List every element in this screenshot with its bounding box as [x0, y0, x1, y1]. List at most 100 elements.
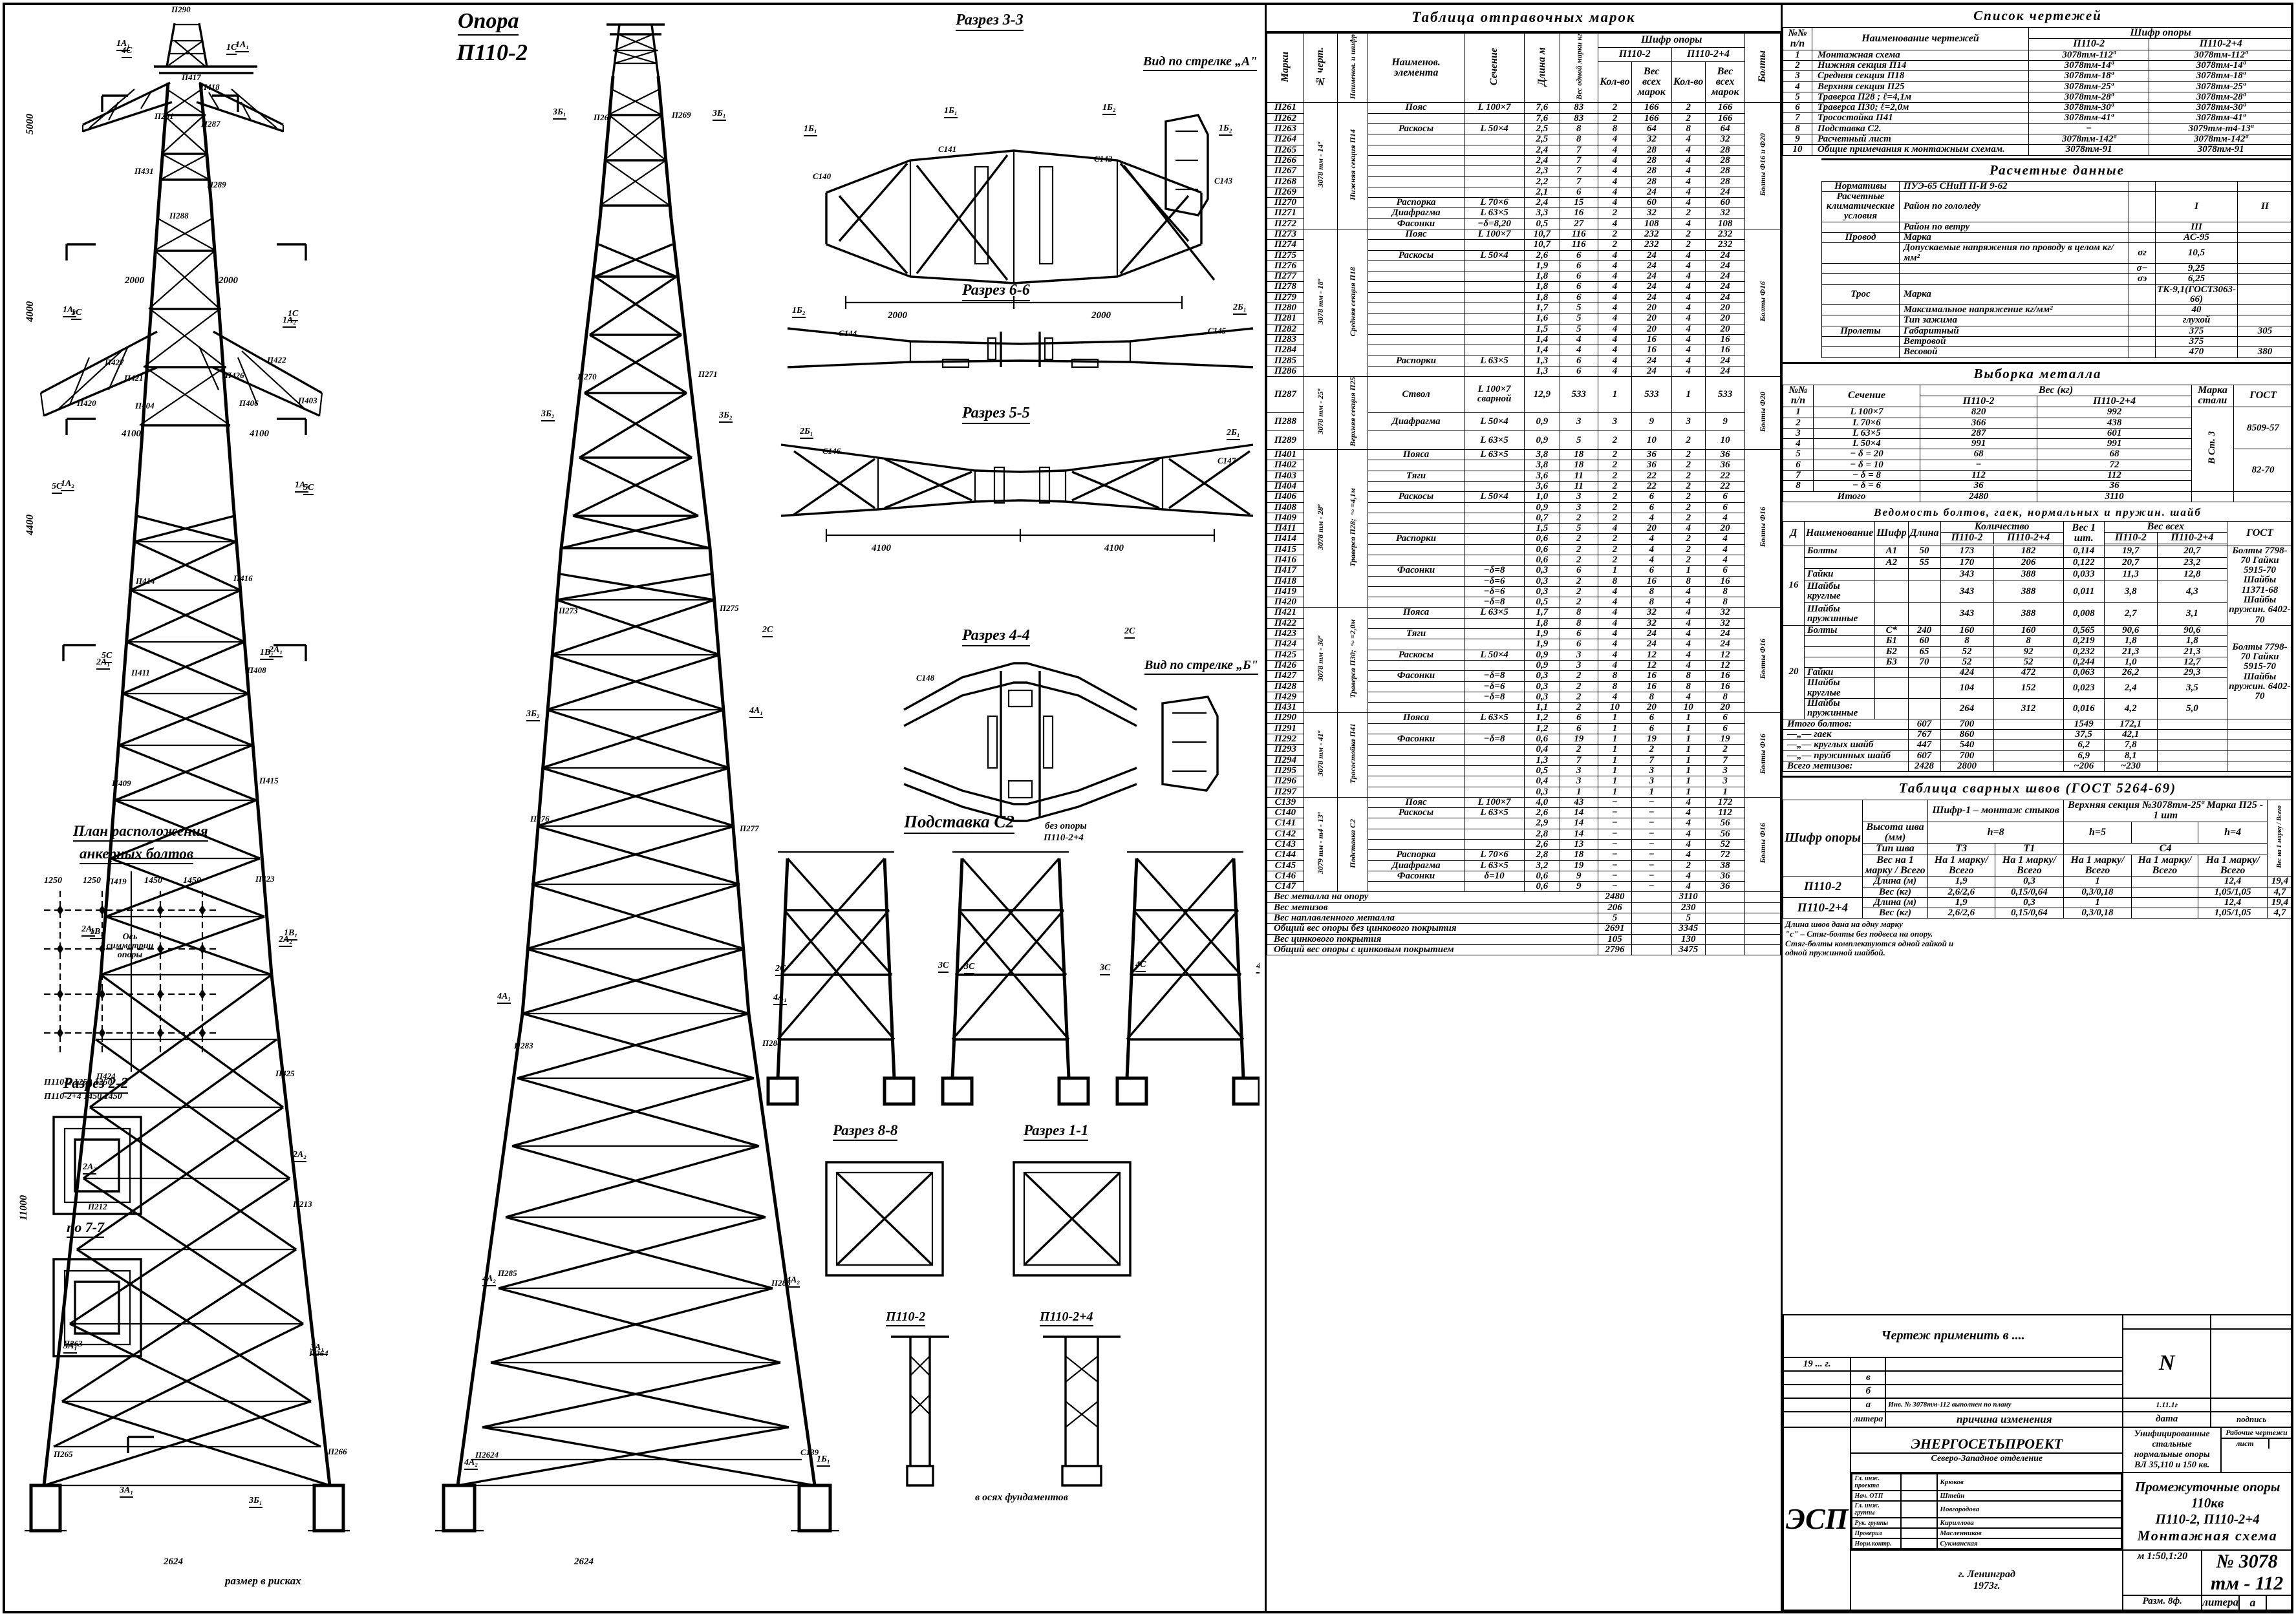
- bolts-cell: Шайбы пружинные: [1803, 602, 1876, 626]
- bolt-callout: 3Б₁: [249, 1496, 263, 1508]
- cell-v1: 6: [1631, 712, 1672, 724]
- total-pad2: [1704, 913, 1746, 924]
- cell-sech: −δ=8: [1463, 565, 1525, 577]
- mark-callout: П213: [293, 1199, 312, 1209]
- bolts-cell: 388: [1993, 568, 2064, 581]
- cell-dl: 1,5: [1524, 523, 1560, 535]
- cell-v1: 8: [1631, 691, 1672, 703]
- cell-v2: 72: [1704, 849, 1746, 861]
- cell-group-name: Нижняя секция П14: [1347, 129, 1357, 200]
- total-v2: 3345: [1671, 923, 1706, 935]
- cell-mark: П431: [1267, 702, 1304, 714]
- welds-cell: h=4: [2198, 821, 2268, 844]
- cell-group-name: Подставка С2: [1347, 818, 1357, 868]
- cell-dl: 0,5: [1524, 218, 1560, 230]
- cell-sech: [1463, 639, 1525, 650]
- th-kol-1: Кол-во: [1597, 61, 1632, 103]
- cell-mark: П408: [1267, 502, 1304, 513]
- cell-mark: П420: [1267, 597, 1304, 608]
- cell-sech: [1463, 533, 1525, 545]
- total-v1: 5: [1597, 913, 1632, 924]
- cell-k2: 4: [1671, 134, 1706, 145]
- cell-k2: 4: [1671, 176, 1706, 187]
- total-pad1: [1631, 891, 1672, 903]
- sheet-value: [2269, 1439, 2291, 1449]
- bolts-cell: 20: [1783, 624, 1805, 719]
- cell-sech: [1463, 786, 1525, 798]
- mark-callout: П425: [275, 1068, 295, 1078]
- cell-dl: 2,8: [1524, 828, 1560, 840]
- rev-letter-v: в: [1850, 1370, 1887, 1385]
- cell-v2: 16: [1704, 681, 1746, 692]
- cell-k2: 4: [1671, 607, 1706, 619]
- metal-cell: −: [1919, 459, 2038, 471]
- bolts-cell: [1874, 667, 1909, 679]
- cell-v2: 38: [1704, 860, 1746, 871]
- mark-callout: П276: [530, 814, 550, 824]
- cell-v1: 32: [1631, 617, 1672, 630]
- mark-callout: П422: [267, 355, 286, 365]
- dl-c1: 3078тм-14ª: [2028, 59, 2150, 72]
- cell-sech: [1463, 744, 1525, 756]
- cell-ves: 3: [1559, 659, 1598, 672]
- cell-k2: 4: [1671, 639, 1706, 650]
- cell-ves: 16: [1559, 207, 1598, 219]
- cell-v1: −: [1631, 807, 1672, 819]
- cell-k2: 4: [1671, 281, 1706, 293]
- cell-k1: 2: [1597, 207, 1632, 219]
- cell-elem: Тяги: [1368, 470, 1465, 482]
- cell-mark: П280: [1267, 303, 1304, 314]
- cell-dl: 2,5: [1524, 123, 1560, 135]
- dl-n: 4: [1783, 81, 1812, 92]
- cell-k2: 4: [1671, 165, 1706, 177]
- staff-signature: [1900, 1473, 1938, 1491]
- cell-k2: 8: [1671, 681, 1706, 692]
- tb-blank-b: [1885, 1356, 2124, 1372]
- section-label-7-7: по 7-7: [67, 1219, 105, 1238]
- cell-bolt: Болты Ф16: [1758, 733, 1768, 774]
- cell-k1: 2: [1597, 533, 1632, 545]
- bolts-cell: 8: [1993, 635, 2064, 647]
- dl-n: 9: [1783, 133, 1812, 145]
- bolts-cell: Итого болтов:: [1783, 718, 1909, 730]
- th-var2: П110-2+4: [1671, 47, 1746, 62]
- staff-name: Сукманская: [1937, 1538, 2123, 1549]
- cell-ves: 19: [1559, 734, 1598, 745]
- bolt-callout: 5С: [52, 482, 63, 494]
- dl-n: 10: [1783, 144, 1812, 156]
- cell-v2: 28: [1704, 144, 1746, 156]
- org-name: ЭНЕРГОСЕТЬПРОЕКТ: [1911, 1435, 2063, 1452]
- mark-callout: С141: [938, 144, 957, 154]
- cell-v1: 32: [1631, 607, 1672, 619]
- cell-mark: С143: [1267, 838, 1304, 851]
- cell-mark: П402: [1267, 460, 1304, 471]
- metal-cell: [2233, 491, 2293, 502]
- cell-k2: 4: [1671, 828, 1706, 840]
- cell-v1: 232: [1631, 239, 1672, 251]
- mark-callout: П414: [136, 576, 155, 586]
- dim-4000: 4000: [25, 301, 36, 322]
- cell-elem: [1368, 345, 1465, 356]
- cell-sech: −δ=8: [1463, 670, 1525, 682]
- cell-v2: 24: [1704, 628, 1746, 640]
- cell-ves: 43: [1559, 796, 1598, 809]
- dl-c1: 3078тм-28ª: [2028, 91, 2150, 103]
- metal-cell: 7: [1783, 470, 1814, 482]
- bolt-callout: 2С: [762, 625, 773, 637]
- total-label: Вес метизов: [1267, 902, 1598, 914]
- cell-v2: 60: [1704, 197, 1746, 209]
- cell-v2: 16: [1704, 334, 1746, 346]
- bolts-cell: 8,1: [2103, 750, 2158, 761]
- bolts-cell: 4,3: [2156, 580, 2228, 604]
